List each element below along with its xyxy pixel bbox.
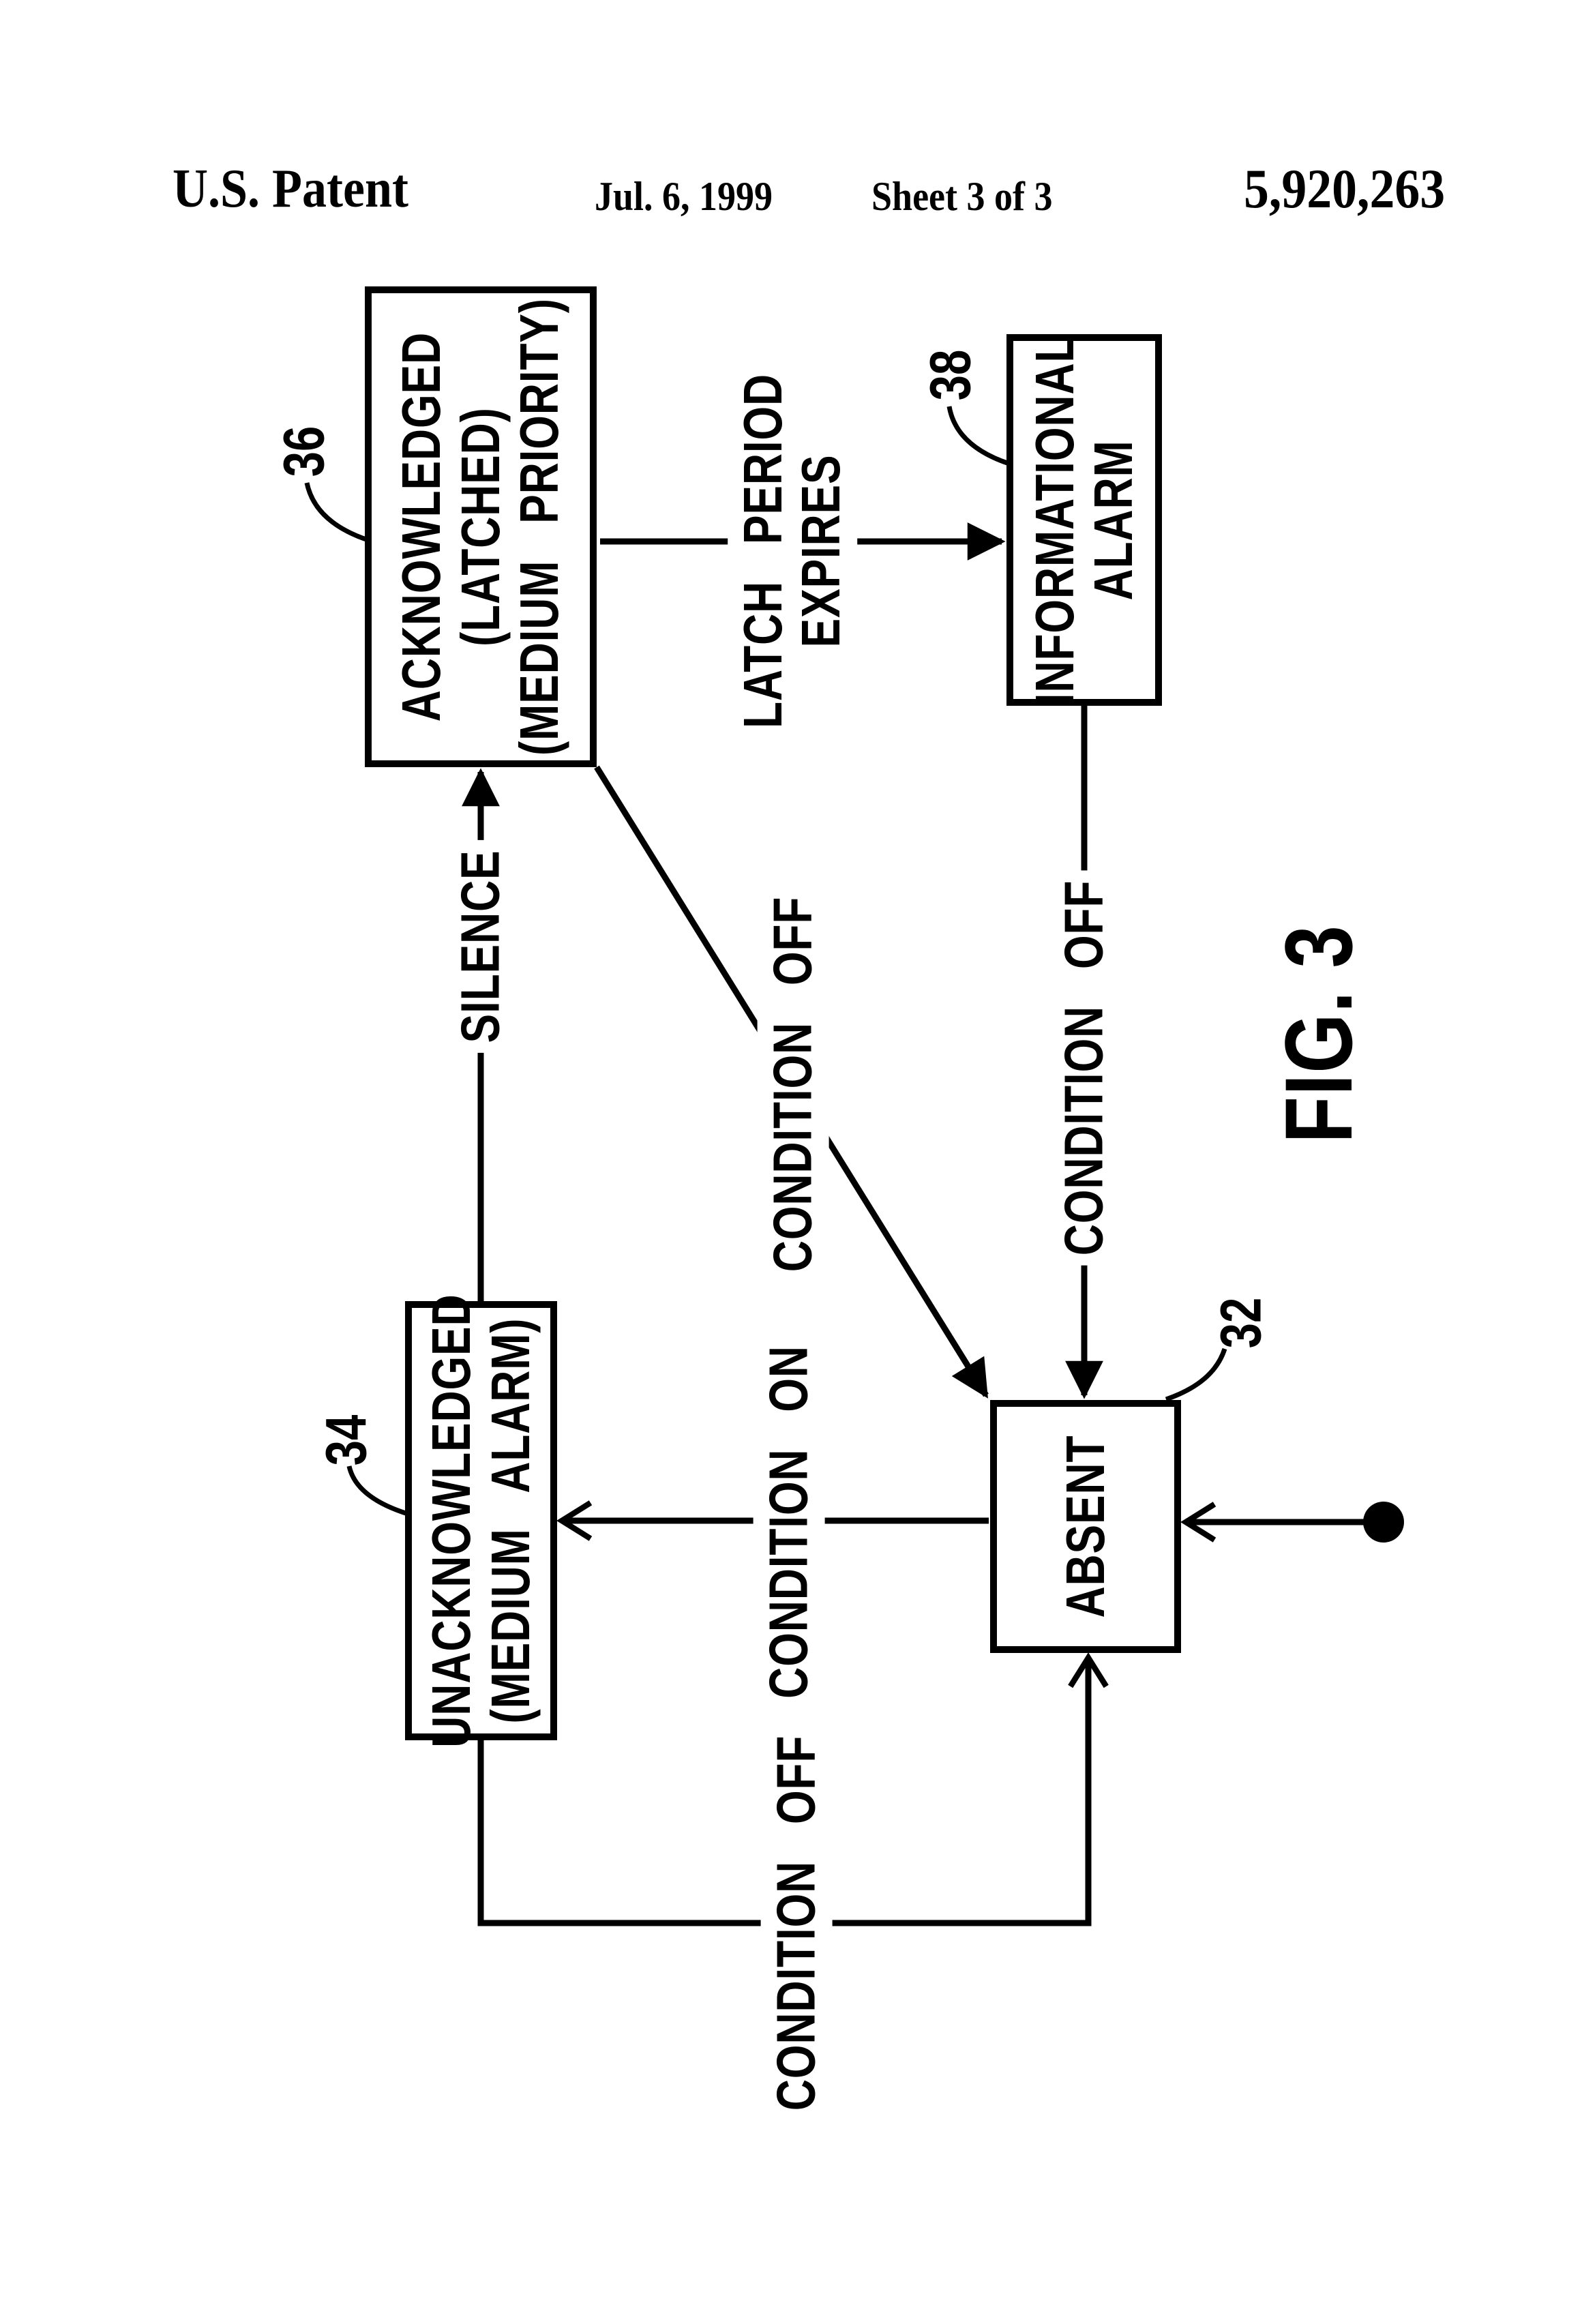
ref-numeral-38: 38 (918, 349, 983, 401)
initial-state-dot (1363, 1502, 1404, 1543)
state-line: INFORMATIONAL (1024, 335, 1085, 705)
transition-label-line: EXPIRES (790, 454, 851, 648)
state-box-acknowledged-text: ACKNOWLEDGED (LATCHED) (MEDIUM PRIORITY) (391, 297, 570, 756)
transition-label-condition-off-unack: CONDITION OFF (760, 1725, 833, 2121)
figure-caption: FIG. 3 (1265, 924, 1372, 1144)
state-line: ALARM (1083, 439, 1144, 601)
state-line: ABSENT (1054, 1435, 1116, 1618)
ref-36-leader-line (304, 482, 370, 543)
transition-label-condition-off-info: CONDITION OFF (1048, 870, 1120, 1266)
state-box-informational-alarm-text: INFORMATIONAL ALARM (1024, 335, 1144, 705)
state-line: (LATCHED) (449, 407, 511, 646)
ref-numeral-36: 36 (271, 426, 336, 477)
state-box-unacknowledged: UNACKNOWLEDGED (MEDIUM ALARM) (405, 1294, 557, 1748)
ref-numeral-34: 34 (314, 1414, 378, 1466)
ref-32-leader-line (1165, 1347, 1227, 1402)
issue-date: Jul. 6, 1999 (595, 174, 773, 219)
ref-38-leader-line (946, 406, 1011, 466)
state-box-absent: ABSENT (990, 1400, 1181, 1653)
state-box-acknowledged: ACKNOWLEDGED (LATCHED) (MEDIUM PRIORITY) (365, 286, 597, 767)
sheet-number: Sheet 3 of 3 (871, 174, 1053, 219)
patent-office-title: U.S. Patent (173, 159, 408, 219)
ref-numeral-32: 32 (1208, 1297, 1273, 1349)
patent-number: 5,920,263 (1244, 158, 1446, 220)
state-line: (MEDIUM PRIORITY) (509, 297, 570, 756)
transition-label-latch-period-expires: LATCH PERIOD EXPIRES (728, 363, 857, 739)
state-box-absent-text: ABSENT (1054, 1435, 1116, 1618)
state-line: ACKNOWLEDGED (391, 331, 452, 722)
transition-label-condition-on: CONDITION ON (753, 1335, 825, 1709)
state-line: (MEDIUM ALARM) (479, 1317, 541, 1724)
state-box-informational-alarm: INFORMATIONAL ALARM (1006, 334, 1162, 706)
transition-label-silence: SILENCE (445, 840, 517, 1053)
state-line: UNACKNOWLEDGED (421, 1294, 482, 1748)
transition-label-line: LATCH PERIOD (732, 373, 794, 729)
ref-34-leader-line (346, 1465, 409, 1517)
state-box-unacknowledged-text: UNACKNOWLEDGED (MEDIUM ALARM) (421, 1294, 541, 1748)
transition-label-condition-off-ack: CONDITION OFF (757, 887, 829, 1282)
